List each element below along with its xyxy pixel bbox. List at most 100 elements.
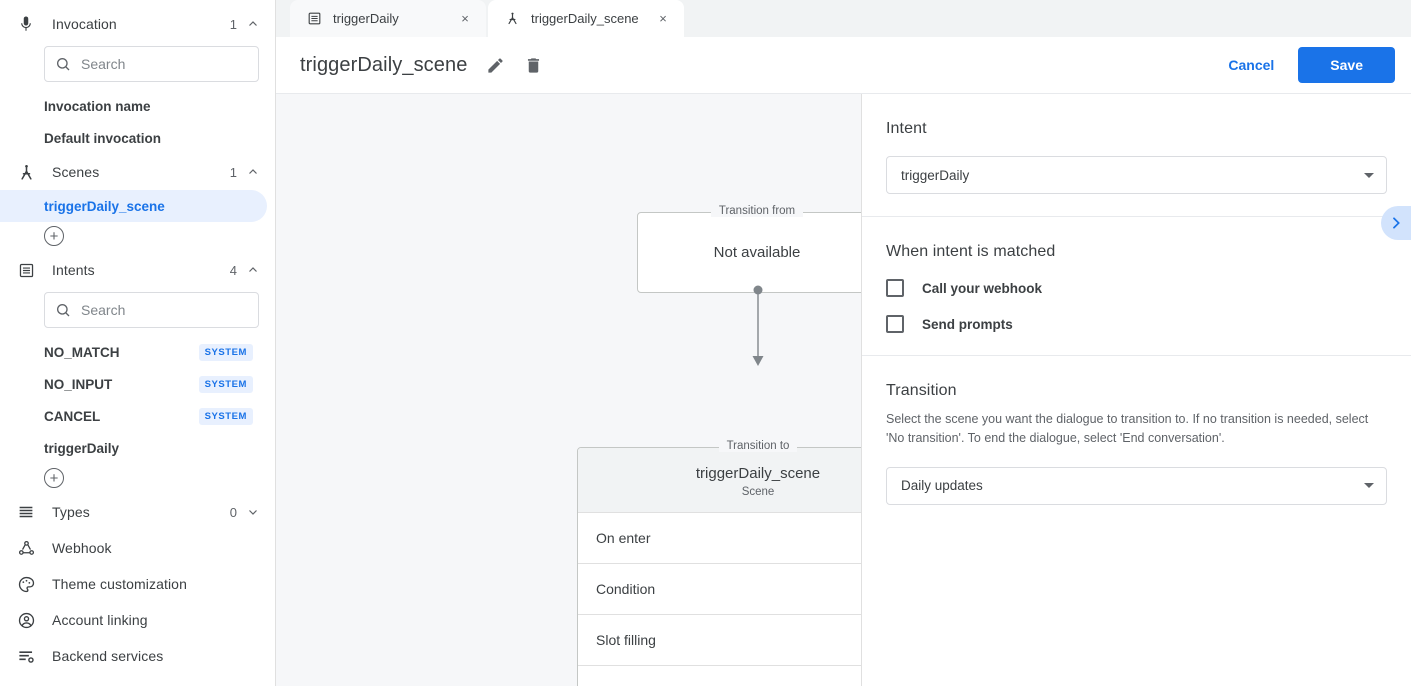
checkbox-row-send-prompts[interactable]: Send prompts bbox=[886, 315, 1387, 333]
when-matched-heading: When intent is matched bbox=[886, 243, 1056, 260]
search-icon bbox=[57, 58, 70, 71]
right-properties-panel: Intent triggerDaily When intent is match… bbox=[862, 94, 1411, 686]
sidebar-item-triggerdaily-scene[interactable]: triggerDaily_scene bbox=[0, 190, 267, 222]
close-icon[interactable]: × bbox=[461, 11, 469, 26]
invocation-search-input[interactable] bbox=[81, 56, 248, 72]
sidebar-item-webhook[interactable]: Webhook bbox=[0, 530, 275, 566]
transition-description: Select the scene you want the dialogue t… bbox=[886, 412, 1369, 446]
sidebar-section-intents[interactable]: Intents 4 bbox=[0, 252, 275, 288]
sidebar-item-label: Backend services bbox=[52, 648, 164, 664]
chevron-up-icon[interactable] bbox=[247, 18, 259, 30]
scene-node-subtitle: Scene bbox=[741, 486, 775, 498]
sidebar-section-label: Types bbox=[52, 504, 90, 520]
transition-select[interactable]: Daily updates bbox=[886, 466, 1387, 505]
transition-from-value: Not available bbox=[713, 244, 801, 261]
chevron-down-icon bbox=[1364, 172, 1374, 178]
pencil-icon[interactable] bbox=[483, 53, 507, 77]
edge-from-to-scene bbox=[752, 285, 764, 366]
panel-section-intent: Intent triggerDaily bbox=[862, 94, 1411, 217]
intent-icon bbox=[306, 11, 322, 26]
scene-row-label: Slot filling bbox=[596, 632, 656, 648]
page-header: triggerDaily_scene Cancel Save bbox=[276, 37, 1411, 94]
sidebar-item-label: NO_MATCH bbox=[44, 344, 120, 360]
left-sidebar: Invocation 1 Invocation name Default inv… bbox=[0, 0, 276, 686]
intents-search-input[interactable] bbox=[81, 302, 248, 318]
scene-graph-canvas[interactable]: Transition from Not available Transition… bbox=[276, 94, 862, 686]
sidebar-section-count: 1 bbox=[229, 16, 237, 32]
scene-row-condition[interactable]: Condition + bbox=[578, 564, 861, 615]
scene-node-name: triggerDaily_scene bbox=[695, 465, 821, 482]
sidebar-item-label: Default invocation bbox=[44, 130, 162, 146]
invocation-search-wrap bbox=[0, 42, 275, 90]
sidebar-section-label: Invocation bbox=[52, 16, 117, 32]
account-circle-icon bbox=[14, 608, 38, 632]
scene-row-custom-intent-handling[interactable]: Custom intent handling + bbox=[578, 666, 861, 686]
sidebar-item-no-match[interactable]: NO_MATCH SYSTEM bbox=[0, 336, 267, 368]
sidebar-item-cancel[interactable]: CANCEL SYSTEM bbox=[0, 400, 267, 432]
trash-icon[interactable] bbox=[521, 53, 545, 77]
save-button[interactable]: Save bbox=[1298, 47, 1395, 83]
intent-heading: Intent bbox=[886, 120, 927, 137]
sidebar-section-invocation[interactable]: Invocation 1 bbox=[0, 6, 275, 42]
sidebar-section-count: 1 bbox=[229, 164, 237, 180]
sidebar-section-types[interactable]: Types 0 bbox=[0, 494, 275, 530]
invocation-search-box[interactable] bbox=[44, 46, 259, 82]
intents-list-icon bbox=[14, 258, 38, 282]
sidebar-item-invocation-name[interactable]: Invocation name bbox=[0, 90, 267, 122]
close-icon[interactable]: × bbox=[659, 11, 667, 26]
sidebar-item-triggerdaily[interactable]: triggerDaily bbox=[0, 432, 267, 464]
tab-triggerdaily-scene[interactable]: triggerDaily_scene × bbox=[488, 0, 684, 37]
sidebar-section-count: 4 bbox=[229, 262, 237, 278]
add-intent-button[interactable]: + bbox=[44, 468, 64, 488]
chevron-up-icon[interactable] bbox=[247, 166, 259, 178]
checkbox-row-call-your-webhook[interactable]: Call your webhook bbox=[886, 279, 1387, 297]
types-lines-icon bbox=[14, 500, 38, 524]
sidebar-section-count: 0 bbox=[229, 504, 237, 520]
scene-node: Transition to triggerDaily_scene Scene O… bbox=[577, 440, 861, 686]
tab-label: triggerDaily bbox=[333, 11, 399, 26]
sidebar-item-account-linking[interactable]: Account linking bbox=[0, 602, 275, 638]
chevron-down-icon bbox=[1364, 483, 1374, 489]
sidebar-section-label: Scenes bbox=[52, 164, 100, 180]
call-webhook-checkbox[interactable] bbox=[886, 279, 904, 297]
main-content: triggerDaily × triggerDaily_scene × trig… bbox=[276, 0, 1411, 686]
scene-icon bbox=[504, 11, 520, 26]
intents-search-box[interactable] bbox=[44, 292, 259, 328]
backend-services-icon bbox=[14, 644, 38, 668]
scene-node-header: triggerDaily_scene Scene bbox=[578, 448, 861, 513]
chevron-down-icon[interactable] bbox=[247, 506, 259, 518]
intent-select[interactable]: triggerDaily bbox=[886, 156, 1387, 194]
sidebar-section-scenes[interactable]: Scenes 1 bbox=[0, 154, 275, 190]
panel-section-when-matched: When intent is matched Call your webhook… bbox=[862, 217, 1411, 356]
scene-row-on-enter[interactable]: On enter + bbox=[578, 513, 861, 564]
scene-row-slot-filling[interactable]: Slot filling + bbox=[578, 615, 861, 666]
sidebar-item-backend-services[interactable]: Backend services bbox=[0, 638, 275, 674]
search-icon bbox=[57, 304, 70, 317]
sidebar-item-label: Invocation name bbox=[44, 98, 151, 114]
sidebar-item-label: CANCEL bbox=[44, 408, 101, 424]
sidebar-item-no-input[interactable]: NO_INPUT SYSTEM bbox=[0, 368, 267, 400]
transition-select-value: Daily updates bbox=[901, 478, 983, 494]
intent-select-value: triggerDaily bbox=[901, 167, 970, 183]
cancel-button[interactable]: Cancel bbox=[1214, 48, 1288, 82]
sidebar-item-label: NO_INPUT bbox=[44, 376, 113, 392]
add-scene-button[interactable]: + bbox=[44, 226, 64, 246]
chevron-up-icon[interactable] bbox=[247, 264, 259, 276]
tab-strip: triggerDaily × triggerDaily_scene × bbox=[276, 0, 1411, 37]
sidebar-item-default-invocation[interactable]: Default invocation bbox=[0, 122, 267, 154]
sidebar-item-theme-customization[interactable]: Theme customization bbox=[0, 566, 275, 602]
body-split: Transition from Not available Transition… bbox=[276, 94, 1411, 686]
page-title: triggerDaily_scene bbox=[300, 53, 468, 76]
send-prompts-checkbox[interactable] bbox=[886, 315, 904, 333]
add-intent-row: + bbox=[0, 464, 275, 494]
status-badge: SYSTEM bbox=[198, 407, 253, 425]
transition-from-node[interactable]: Transition from Not available bbox=[637, 205, 861, 293]
panel-section-transition: Transition Select the scene you want the… bbox=[862, 356, 1411, 527]
status-badge: SYSTEM bbox=[198, 343, 253, 361]
scene-row-label: On enter bbox=[596, 530, 651, 546]
chevron-right-icon[interactable] bbox=[1381, 206, 1411, 240]
sidebar-section-label: Intents bbox=[52, 262, 95, 278]
tab-triggerdaily[interactable]: triggerDaily × bbox=[290, 0, 486, 37]
sidebar-item-label: Theme customization bbox=[52, 576, 187, 592]
